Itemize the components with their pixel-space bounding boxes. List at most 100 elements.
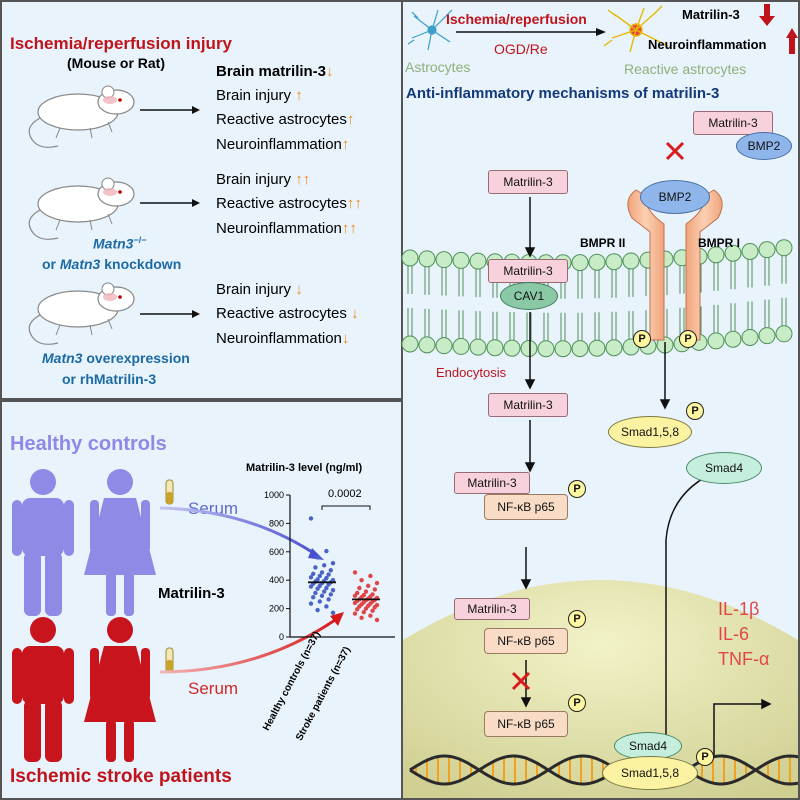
- matrilin3-box-extracellular: Matrilin-3: [488, 170, 568, 194]
- matrilin3-box-nfkb-complex-2: Matrilin-3: [454, 598, 530, 620]
- data-point: [363, 606, 369, 611]
- cytokine-il1b: IL-1β: [718, 599, 760, 619]
- data-point: [361, 609, 366, 615]
- smad158-ellipse-nucleus: Smad1,5,8: [602, 756, 698, 790]
- rat-icon: [28, 85, 135, 148]
- nfkb-p65-box-2: NF-κB p65: [484, 628, 568, 654]
- pathway-arrow-icon: [524, 312, 536, 390]
- data-point: [374, 617, 380, 623]
- significance-bracket: [321, 505, 371, 510]
- inhibition-x-icon: [511, 671, 531, 691]
- data-point: [308, 575, 314, 580]
- healthy-controls-label: Healthy controls: [10, 433, 167, 455]
- data-point: [324, 548, 329, 554]
- pathway-arrow-icon: [659, 342, 671, 410]
- mechanism-title: Anti-inflammatory mechanisms of matrilin…: [406, 85, 720, 102]
- rat-icon: [28, 177, 135, 240]
- phospho-p-icon: P: [568, 480, 586, 498]
- serum-arrow-icon: [159, 612, 344, 674]
- data-point: [317, 599, 322, 604]
- row2-item-reactive-astrocytes: Reactive astrocytes↑↑: [216, 195, 362, 212]
- nfkb-p65-box-1: NF-κB p65: [484, 494, 568, 520]
- data-point: [352, 611, 358, 616]
- data-point: [313, 590, 318, 596]
- data-point: [355, 607, 360, 612]
- y-tick-label: 800: [269, 518, 284, 528]
- data-point: [330, 610, 336, 616]
- endocytosis-label: Endocytosis: [436, 365, 507, 380]
- matrilin3-box-nfkb-complex-1: Matrilin-3: [454, 472, 530, 494]
- bmp2-ellipse-receptor: BMP2: [640, 180, 710, 214]
- matrilin3-box-cytoplasm: Matrilin-3: [488, 393, 568, 417]
- data-point: [322, 563, 327, 568]
- smad4-ellipse-cytoplasm: Smad4: [686, 452, 762, 484]
- bmpr1-label: BMPR I: [698, 236, 740, 250]
- pathway-arrow-icon: [520, 660, 532, 708]
- data-point: [326, 572, 331, 577]
- row1-item-brain-matrilin: Brain matrilin-3↓: [216, 63, 334, 80]
- data-point: [322, 589, 327, 594]
- matrilin-status-label: Matrilin-3: [682, 7, 740, 22]
- phospho-p-icon: P: [686, 402, 704, 420]
- data-point: [315, 607, 320, 613]
- phospho-p-icon: P: [679, 330, 697, 348]
- pathway-arrow-icon: [524, 197, 536, 258]
- decrease-arrow-icon: [759, 4, 775, 26]
- species-label: (Mouse or Rat): [67, 55, 165, 71]
- header-ogd-label: OGD/Re: [494, 41, 548, 57]
- data-point: [374, 580, 380, 586]
- data-point: [366, 583, 371, 589]
- rat-icon: [28, 282, 135, 345]
- reactive-astrocyte-icon: [603, 5, 669, 53]
- phospho-p-icon: P: [568, 694, 586, 712]
- data-point: [315, 586, 320, 591]
- data-point: [372, 587, 377, 592]
- y-tick-label: 1000: [264, 490, 284, 500]
- phospho-p-icon: P: [568, 610, 586, 628]
- transcription-arrow-icon: [713, 698, 772, 756]
- y-tick-label: 200: [269, 604, 284, 614]
- row1-item-reactive-astrocytes: Reactive astrocytes↑: [216, 111, 355, 128]
- row3-item-reactive-astrocytes: Reactive astrocytes ↓: [216, 305, 359, 322]
- row1-item-brain-injury: Brain injury ↑: [216, 87, 303, 104]
- header-ischemia-label: Ischemia/reperfusion: [446, 11, 587, 27]
- data-point: [352, 593, 358, 599]
- arrow-icon: [140, 106, 200, 114]
- data-point: [313, 565, 318, 570]
- astrocytes-label: Astrocytes: [405, 59, 471, 75]
- data-point: [308, 601, 314, 606]
- cav1-ellipse: CAV1: [500, 282, 558, 310]
- data-point: [352, 570, 358, 575]
- data-point: [330, 560, 336, 566]
- data-point: [328, 592, 333, 597]
- header-arrow-icon: [456, 28, 606, 36]
- panel-title-ischemia: Ischemia/reperfusion injury: [10, 34, 233, 53]
- data-point: [359, 615, 364, 621]
- matrilin3-box-membrane: Matrilin-3: [488, 259, 568, 283]
- row2-model-label: Matn3−/−: [93, 235, 147, 252]
- phospho-p-icon: P: [696, 748, 714, 766]
- panel-patient-study: [0, 400, 403, 800]
- y-tick-label: 400: [269, 575, 284, 585]
- serum-label-bottom: Serum: [188, 679, 239, 698]
- smad158-ellipse-cytoplasm: Smad1,5,8: [608, 416, 692, 448]
- p-value-label: 0.0002: [328, 488, 362, 500]
- row3-model-label: Matn3 overexpression: [42, 350, 190, 366]
- reactive-astrocytes-label: Reactive astrocytes: [624, 61, 747, 77]
- people-illustration: [12, 469, 344, 762]
- arrow-icon: [140, 199, 200, 207]
- man-figure-icon: [12, 469, 74, 616]
- woman-figure-icon: [84, 469, 156, 616]
- woman-figure-icon: [84, 617, 156, 762]
- pathway-arrow-icon: [524, 420, 536, 473]
- data-point: [370, 608, 375, 613]
- data-point: [372, 604, 377, 610]
- y-tick-label: 600: [269, 547, 284, 557]
- bmp2-ellipse-complex: BMP2: [736, 132, 792, 160]
- rat-illustrations: [28, 85, 200, 345]
- astrocyte-icon: [407, 9, 453, 51]
- bmpr2-label: BMPR II: [580, 236, 626, 250]
- row2-item-neuroinflammation: Neuroinflammation↑↑: [216, 220, 357, 237]
